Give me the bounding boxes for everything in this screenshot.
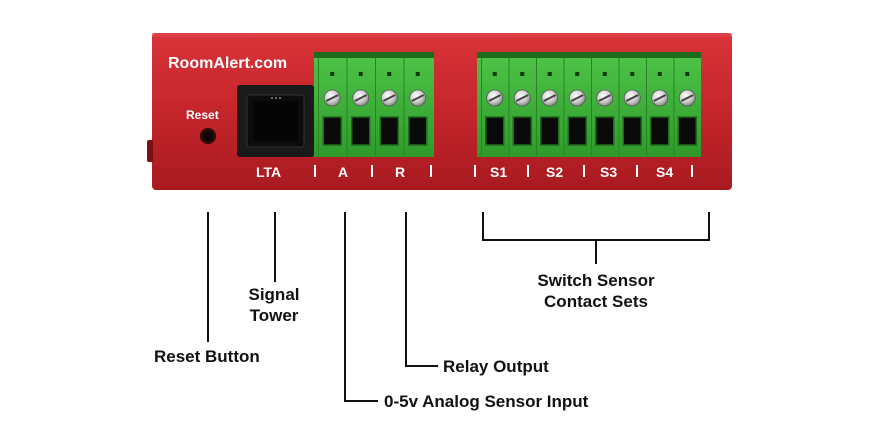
- analog-relay-pole-3[interactable]: [375, 58, 399, 157]
- analog-leader-line: [344, 212, 378, 402]
- port-label-s3: S3: [600, 164, 617, 180]
- callout-analog-input: 0-5v Analog Sensor Input: [384, 392, 589, 411]
- port-label-s2: S2: [546, 164, 563, 180]
- relay-leader-line: [405, 212, 438, 367]
- reset-label: Reset: [186, 108, 219, 122]
- terminal-block-analog-relay: [314, 52, 434, 157]
- switch-sensor-wire-slot-8[interactable]: [677, 116, 697, 146]
- switch-sensor-pole-5[interactable]: [591, 58, 615, 157]
- callout-signal-tower: Signal Tower: [236, 284, 312, 326]
- callout-reset-button: Reset Button: [154, 347, 260, 366]
- switch-sensor-wire-slot-2[interactable]: [512, 116, 532, 146]
- switch-sensor-wire-slot-3[interactable]: [540, 116, 560, 146]
- switch-sensor-wire-slot-5[interactable]: [595, 116, 615, 146]
- callout-signal-tower-line2: Tower: [249, 306, 299, 325]
- analog-relay-pole-2[interactable]: [346, 58, 371, 157]
- brand-label: RoomAlert.com: [168, 55, 287, 72]
- port-label-lta: LTA: [256, 164, 281, 180]
- panel-separators: [314, 165, 693, 177]
- switch-sensor-pole-2[interactable]: [508, 58, 532, 157]
- analog-relay-wire-slot-1[interactable]: [322, 116, 342, 146]
- switch-sensor-pole-7[interactable]: [646, 58, 670, 157]
- callout-relay-output: Relay Output: [443, 357, 549, 376]
- switch-sensor-bracket: [482, 212, 710, 241]
- analog-relay-wire-slot-2[interactable]: [351, 116, 371, 146]
- lta-jack[interactable]: [237, 85, 314, 157]
- switch-sensor-pole-3[interactable]: [536, 58, 560, 157]
- terminal-block-switch-sensors: [477, 52, 701, 157]
- callout-switch-sensor: Switch Sensor Contact Sets: [516, 270, 676, 312]
- switch-sensor-wire-slot-4[interactable]: [567, 116, 587, 146]
- switch-sensor-pole-8[interactable]: [673, 58, 697, 157]
- analog-relay-pole-4[interactable]: [403, 58, 428, 157]
- switch-sensor-wire-slot-1[interactable]: [485, 116, 505, 146]
- analog-relay-wire-slot-4[interactable]: [408, 116, 428, 146]
- port-label-relay: R: [395, 164, 405, 180]
- switch-sensor-wire-slot-6[interactable]: [622, 116, 642, 146]
- port-label-analog: A: [338, 164, 348, 180]
- switch-sensor-pole-1[interactable]: [481, 58, 505, 157]
- switch-sensor-wire-slot-7[interactable]: [650, 116, 670, 146]
- port-label-s1: S1: [490, 164, 507, 180]
- callout-lines: [207, 212, 710, 402]
- callout-switch-sensor-line2: Contact Sets: [544, 292, 648, 311]
- switch-sensor-pole-4[interactable]: [563, 58, 587, 157]
- port-label-s4: S4: [656, 164, 673, 180]
- callout-switch-sensor-line1: Switch Sensor: [537, 271, 655, 290]
- analog-relay-pole-1[interactable]: [318, 58, 342, 157]
- switch-sensor-pole-6[interactable]: [618, 58, 642, 157]
- callout-signal-tower-line1: Signal: [248, 285, 300, 304]
- analog-relay-wire-slot-3[interactable]: [379, 116, 399, 146]
